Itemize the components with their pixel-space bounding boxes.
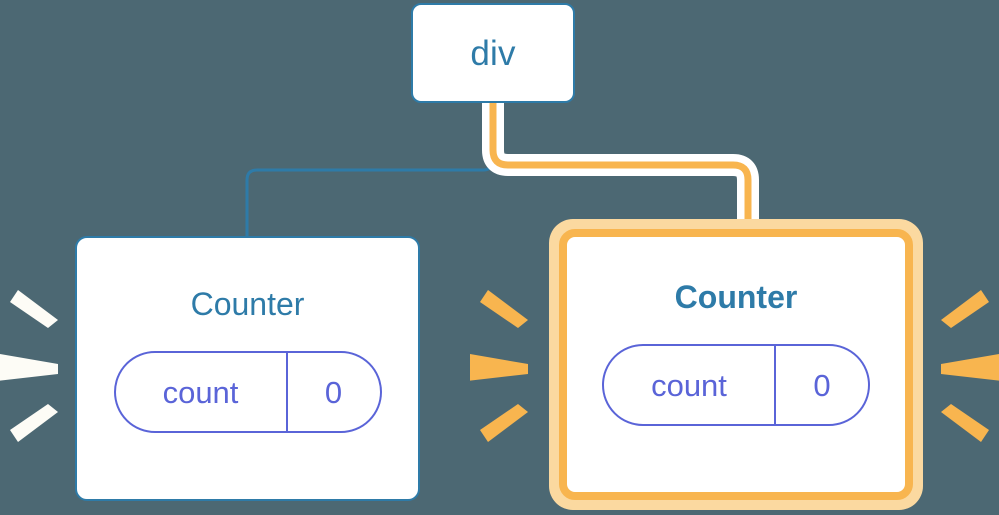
node-div-label: div — [470, 33, 516, 73]
burst-rays-icon-left — [0, 290, 58, 442]
state-pill-left-value-cell: 0 — [288, 353, 380, 431]
state-name-label: count — [162, 374, 239, 410]
edge-div-to-counter-right — [489, 99, 752, 234]
state-pill-right-value-cell: 0 — [776, 346, 868, 424]
node-counter-left[interactable]: Counter count 0 — [75, 236, 420, 501]
state-pill-right-name-cell: count — [604, 346, 776, 424]
edge-div-to-counter-right-halo — [482, 92, 759, 241]
state-value-label: 0 — [324, 374, 343, 410]
state-pill-left-name-cell: count — [116, 353, 288, 431]
state-value-label: 0 — [813, 367, 831, 403]
state-name-label: count — [651, 367, 727, 403]
node-counter-right-title: Counter — [674, 279, 798, 315]
state-pill-left[interactable]: count 0 — [113, 351, 382, 433]
burst-rays-icon-middle — [470, 290, 528, 442]
edge-div-to-counter-left — [245, 101, 495, 238]
state-pill-right[interactable]: count 0 — [602, 344, 870, 426]
node-counter-left-title: Counter — [190, 286, 305, 322]
node-counter-right[interactable]: Counter count 0 — [549, 219, 923, 510]
node-counter-right-highlight-ring: Counter count 0 — [559, 229, 913, 500]
node-div[interactable]: div — [411, 3, 575, 103]
burst-rays-icon-right — [941, 290, 999, 442]
